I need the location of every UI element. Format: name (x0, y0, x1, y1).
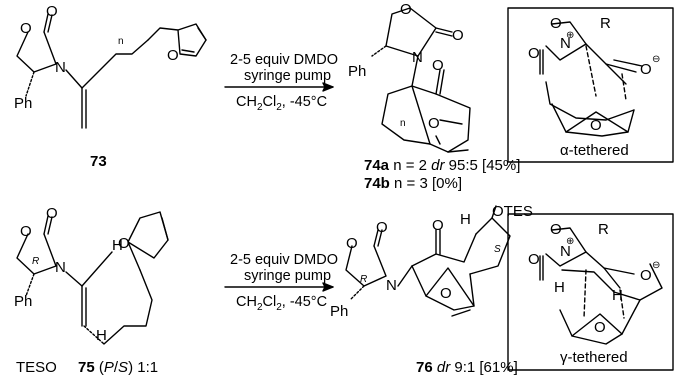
atom-O-76-ketone: O (432, 217, 444, 234)
box2-atom-N: N (560, 243, 571, 260)
atom-O-74-ring: O (400, 1, 412, 18)
conditions-2-solvent: CH2Cl2, -45°C (236, 294, 327, 313)
chain-n-73: n (118, 36, 124, 47)
box1-caption: α-tethered (560, 142, 629, 159)
atom-N-76: N (386, 277, 397, 294)
atom-O-75-carbonyl: O (46, 205, 58, 222)
compound-74-structure (371, 7, 471, 153)
atom-H-75-top: H (112, 237, 123, 254)
label-74b: 74b n = 3 [0%] (364, 175, 462, 192)
atom-O-73-carbonyl: O (46, 3, 58, 20)
atom-Ph-75: Ph (14, 293, 32, 310)
transition-state-box-1 (507, 7, 674, 163)
box2-caption: γ-tethered (560, 349, 628, 366)
box2-atom-O-furan: O (594, 319, 606, 336)
conditions-2-line1: 2-5 equiv DMDO (230, 252, 338, 268)
atom-O-74-ketone: O (432, 57, 444, 74)
box1-atom-O-carbonyl: O (528, 45, 540, 62)
alpha-tethered-drawing (539, 21, 643, 137)
conditions-1-line2: syringe pump (244, 68, 331, 84)
atom-O-73-furan: O (167, 47, 179, 64)
atom-O-74-carbonyl: O (452, 27, 464, 44)
box2-oplus: ⊕ (566, 236, 574, 247)
label-teso: TESO (16, 359, 57, 376)
label-75: 75 (P/S) 1:1 (78, 359, 158, 376)
atom-Ph-76: Ph (330, 303, 348, 320)
conditions-2-line2: syringe pump (244, 268, 331, 284)
atom-H-75-bottom: H (96, 327, 107, 344)
box1-atom-N: N (560, 35, 571, 52)
atom-O-74-bridge: O (428, 115, 440, 132)
compound-73-structure (16, 13, 207, 129)
compound-76-structure (345, 205, 511, 317)
box2-atom-O-enolate: O (640, 267, 652, 284)
box2-atom-R: R (598, 221, 609, 238)
box1-atom-O-enolate: O (640, 61, 652, 78)
atom-Ph-73: Ph (14, 95, 32, 112)
atom-H-76: H (460, 211, 471, 228)
atom-Ph-74: Ph (348, 63, 366, 80)
box2-atom-H-left: H (554, 279, 565, 296)
reaction-arrow-1 (224, 82, 334, 92)
stereo-S-76: S (494, 244, 501, 255)
box2-atom-O: O (550, 221, 562, 238)
label-73: 73 (90, 153, 107, 170)
box2-ominus: ⊖ (652, 260, 660, 271)
transition-state-box-2 (507, 213, 674, 371)
atom-O-75-ring: O (20, 223, 32, 240)
atom-N-74: N (412, 49, 423, 66)
box1-ominus: ⊖ (652, 54, 660, 65)
atom-N-75: N (55, 259, 66, 276)
atom-O-73-ring: O (20, 20, 32, 37)
ring-n-74: n (400, 118, 406, 129)
atom-O-76-ring: O (346, 235, 358, 252)
atom-O-76-bridge: O (440, 285, 452, 302)
atom-O-76-carbonyl: O (376, 219, 388, 236)
atom-N-73: N (55, 59, 66, 76)
compound-75-structure (16, 211, 169, 345)
box1-atom-O: O (550, 15, 562, 32)
atom-O-75-furan: O (118, 235, 130, 252)
box1-oplus: ⊕ (566, 30, 574, 41)
reaction-arrow-2 (224, 282, 334, 292)
box1-atom-O-furan: O (590, 117, 602, 134)
label-74a: 74a n = 2 dr 95:5 [45%] (364, 157, 520, 174)
stereo-R-76: R (360, 274, 367, 285)
stereo-R-75: R (32, 256, 39, 267)
conditions-1-line1: 2-5 equiv DMDO (230, 52, 338, 68)
box2-atom-H-right: H (612, 287, 623, 304)
gamma-tethered-drawing (539, 227, 663, 345)
label-otes: OTES (492, 203, 533, 220)
conditions-1-solvent: CH2Cl2, -45°C (236, 94, 327, 113)
box2-atom-O-carbonyl: O (528, 251, 540, 268)
box1-atom-R: R (600, 15, 611, 32)
label-76: 76 dr 9:1 [61%] (416, 359, 518, 376)
